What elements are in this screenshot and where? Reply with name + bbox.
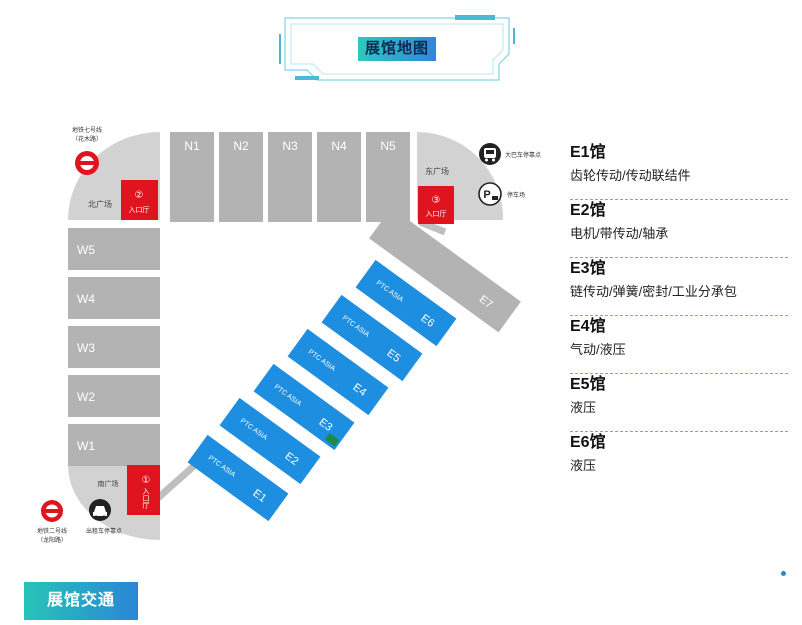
hall-e6 xyxy=(355,259,457,347)
parking-icon: P xyxy=(478,182,502,206)
legend-item: E5馆 液压 xyxy=(570,374,788,432)
bus-stop-label: 大巴车停靠点 xyxy=(505,151,541,159)
legend-item: E2馆 电机/带传动/轴承 xyxy=(570,200,788,258)
entrance-3-label: 入口厅 xyxy=(426,210,447,218)
legend-item: E3馆 链传动/弹簧/密封/工业分承包 xyxy=(570,258,788,316)
taxi-stop-label: 出租车停靠点 xyxy=(86,527,122,535)
entrance-1 xyxy=(127,465,160,515)
hall-e2 xyxy=(219,397,321,485)
bus-icon xyxy=(479,143,501,165)
metro-icon xyxy=(41,500,63,522)
north-halls: N1 N2 N3 N4 N5 xyxy=(170,132,410,222)
legend-item: E6馆 液压 xyxy=(570,432,788,490)
svg-text:P: P xyxy=(483,189,490,201)
legend-item: E4馆 气动/液压 xyxy=(570,316,788,374)
entrance-1-label: 入口厅 xyxy=(142,488,150,509)
legend-item: E1馆 齿轮传动/传动联结件 xyxy=(570,142,788,200)
hall-w3-label: W3 xyxy=(77,341,95,355)
hall-n5-label: N5 xyxy=(380,139,396,153)
legend-hall-desc: 液压 xyxy=(570,400,597,415)
hall-legend: E1馆 齿轮传动/传动联结件 E2馆 电机/带传动/轴承 E3馆 链传动/弹簧/… xyxy=(570,142,788,490)
hall-n1-label: N1 xyxy=(184,139,200,153)
metro2-line1: 地铁二号线 xyxy=(37,527,67,535)
hall-e5 xyxy=(321,294,423,382)
hall-n3 xyxy=(268,132,312,222)
parking-label: 停车场 xyxy=(507,191,525,199)
pagination-dot[interactable] xyxy=(781,571,786,576)
metro7-line1: 地铁七号线 xyxy=(72,126,102,134)
traffic-section-title: 展馆交通 xyxy=(24,582,138,620)
hall-w3 xyxy=(68,326,160,368)
hall-n3-label: N3 xyxy=(282,139,298,153)
hall-w5 xyxy=(68,228,160,270)
hall-n4 xyxy=(317,132,361,222)
south-plaza-label: 南广场 xyxy=(98,479,119,488)
hall-n2-label: N2 xyxy=(233,139,249,153)
legend-hall-desc: 液压 xyxy=(570,458,597,473)
hall-n4-label: N4 xyxy=(331,139,347,153)
hall-w2-label: W2 xyxy=(77,390,95,404)
hall-n2 xyxy=(219,132,263,222)
hall-e1 xyxy=(187,434,289,522)
hall-e3 xyxy=(253,363,355,451)
hall-map: N1 N2 N3 N4 N5 W5 W4 W3 W2 W1 ② 入口厅 ③ 入口… xyxy=(37,126,541,544)
legend-hall-name: E1馆 xyxy=(570,144,606,161)
hall-w1-label: W1 xyxy=(77,439,95,453)
legend-hall-name: E6馆 xyxy=(570,434,606,451)
entrance-2-num: ② xyxy=(135,190,144,201)
legend-hall-desc: 气动/液压 xyxy=(570,342,626,357)
legend-hall-name: E4馆 xyxy=(570,318,606,335)
hall-e4 xyxy=(287,328,389,416)
legend-hall-desc: 齿轮传动/传动联结件 xyxy=(570,168,691,183)
hall-w5-label: W5 xyxy=(77,243,95,257)
entrance-1-num: ① xyxy=(142,475,151,486)
east-plaza-label: 东广场 xyxy=(425,166,449,176)
west-halls: W5 W4 W3 W2 W1 xyxy=(68,228,160,466)
legend-hall-desc: 链传动/弹簧/密封/工业分承包 xyxy=(570,284,737,299)
legend-hall-name: E2馆 xyxy=(570,202,606,219)
hall-n5 xyxy=(366,132,410,222)
title-frame-decoration xyxy=(279,15,515,81)
hall-e7 xyxy=(369,207,521,333)
hall-w1 xyxy=(68,424,160,466)
north-plaza-label: 北广场 xyxy=(88,199,112,209)
hall-w2 xyxy=(68,375,160,417)
entrance-3 xyxy=(418,186,454,224)
legend-hall-name: E3馆 xyxy=(570,260,606,277)
entrance-2-label: 入口厅 xyxy=(129,206,150,214)
entrance-2 xyxy=(121,180,158,220)
legend-hall-name: E5馆 xyxy=(570,376,606,393)
metro2-line2: （龙阳路） xyxy=(37,536,67,544)
page-title: 展馆地图 xyxy=(358,37,436,61)
metro7-line2: （花木路） xyxy=(72,135,102,143)
metro-icon xyxy=(75,151,99,175)
entrance-3-num: ③ xyxy=(432,195,441,206)
hall-n1 xyxy=(170,132,214,222)
hall-e3-marker xyxy=(324,433,340,447)
hall-w4 xyxy=(68,277,160,319)
legend-hall-desc: 电机/带传动/轴承 xyxy=(570,226,669,241)
taxi-icon xyxy=(89,499,111,521)
hall-w4-label: W4 xyxy=(77,292,95,306)
